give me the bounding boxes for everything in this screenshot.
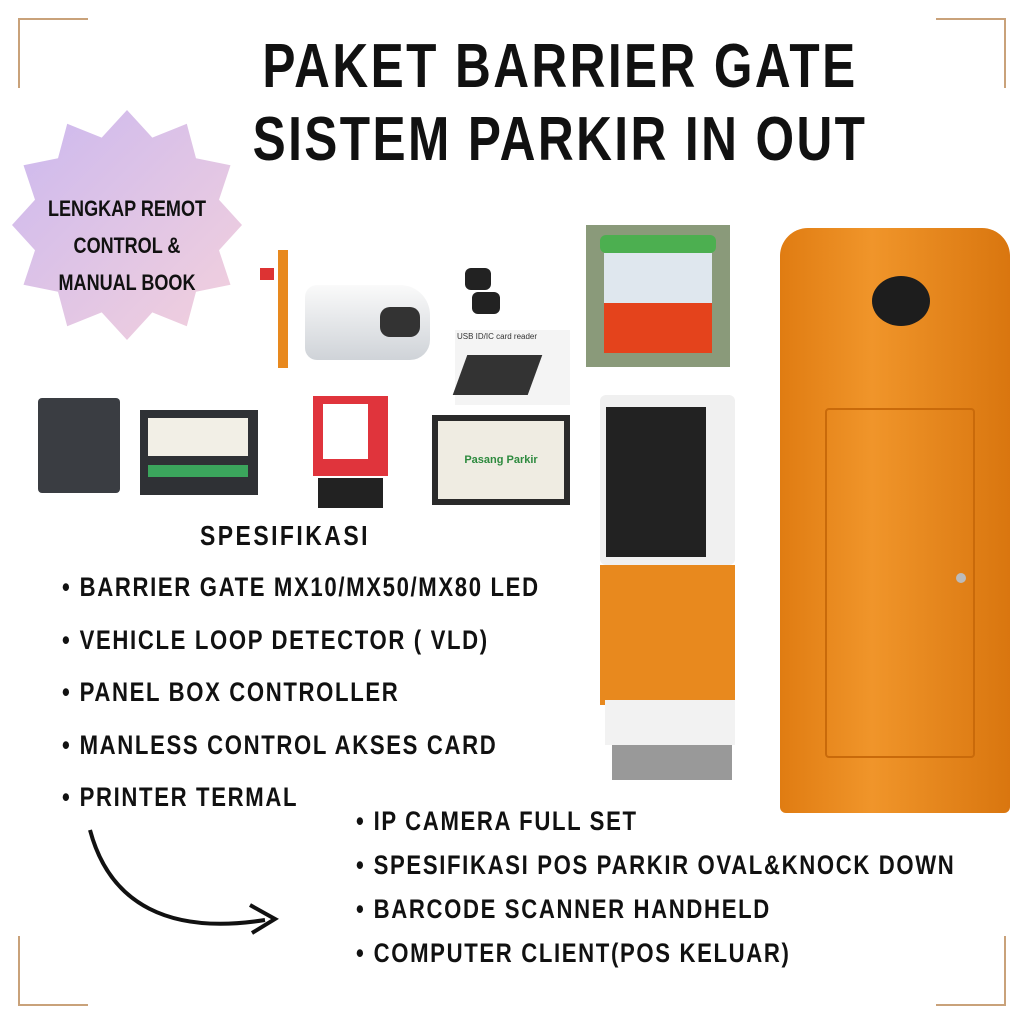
loop-detector-image <box>308 396 393 514</box>
thermal-printer-image <box>38 398 120 493</box>
manless-panel-image: Pasang Parkir <box>432 415 570 505</box>
card-reader-label: USB ID/IC card reader <box>457 332 538 341</box>
spec-item: PANEL BOX CONTROLLER <box>62 677 399 708</box>
spec-item: IP CAMERA FULL SET <box>356 806 638 837</box>
corner-decoration <box>18 936 88 1006</box>
panel-controller-image <box>140 410 258 495</box>
spec-item: SPESIFIKASI POS PARKIR OVAL&KNOCK DOWN <box>356 850 955 881</box>
corner-decoration <box>936 936 1006 1006</box>
badge-text: LENGKAP REMOT CONTROL & MANUAL BOOK <box>47 196 207 295</box>
barrier-gate-image <box>780 228 1010 813</box>
card-reader-image: USB ID/IC card reader <box>452 330 570 405</box>
corner-decoration <box>18 18 88 88</box>
spec-item: BARRIER GATE MX10/MX50/MX80 LED <box>62 572 540 603</box>
curved-arrow-icon <box>88 829 279 935</box>
spec-item: BARCODE SCANNER HANDHELD <box>356 894 771 925</box>
spec-item: VEHICLE LOOP DETECTOR ( VLD) <box>62 625 489 656</box>
spec-heading: SPESIFIKASI <box>200 520 370 551</box>
spec-item: PRINTER TERMAL <box>62 782 298 813</box>
spec-item: COMPUTER CLIENT(POS KELUAR) <box>356 938 791 969</box>
ip-camera-image <box>305 285 430 360</box>
manless-panel-label: Pasang Parkir <box>464 454 538 466</box>
title-line-1: PAKET BARRIER GATE <box>262 32 858 101</box>
camera-pole-image <box>252 230 312 368</box>
parking-booth-image <box>586 225 730 367</box>
spec-item: MANLESS CONTROL AKSES CARD <box>62 730 497 761</box>
remote-control-image <box>460 268 505 316</box>
title-line-2: SISTEM PARKIR IN OUT <box>252 105 868 174</box>
manless-kiosk-image <box>590 395 740 785</box>
corner-decoration <box>936 18 1006 88</box>
